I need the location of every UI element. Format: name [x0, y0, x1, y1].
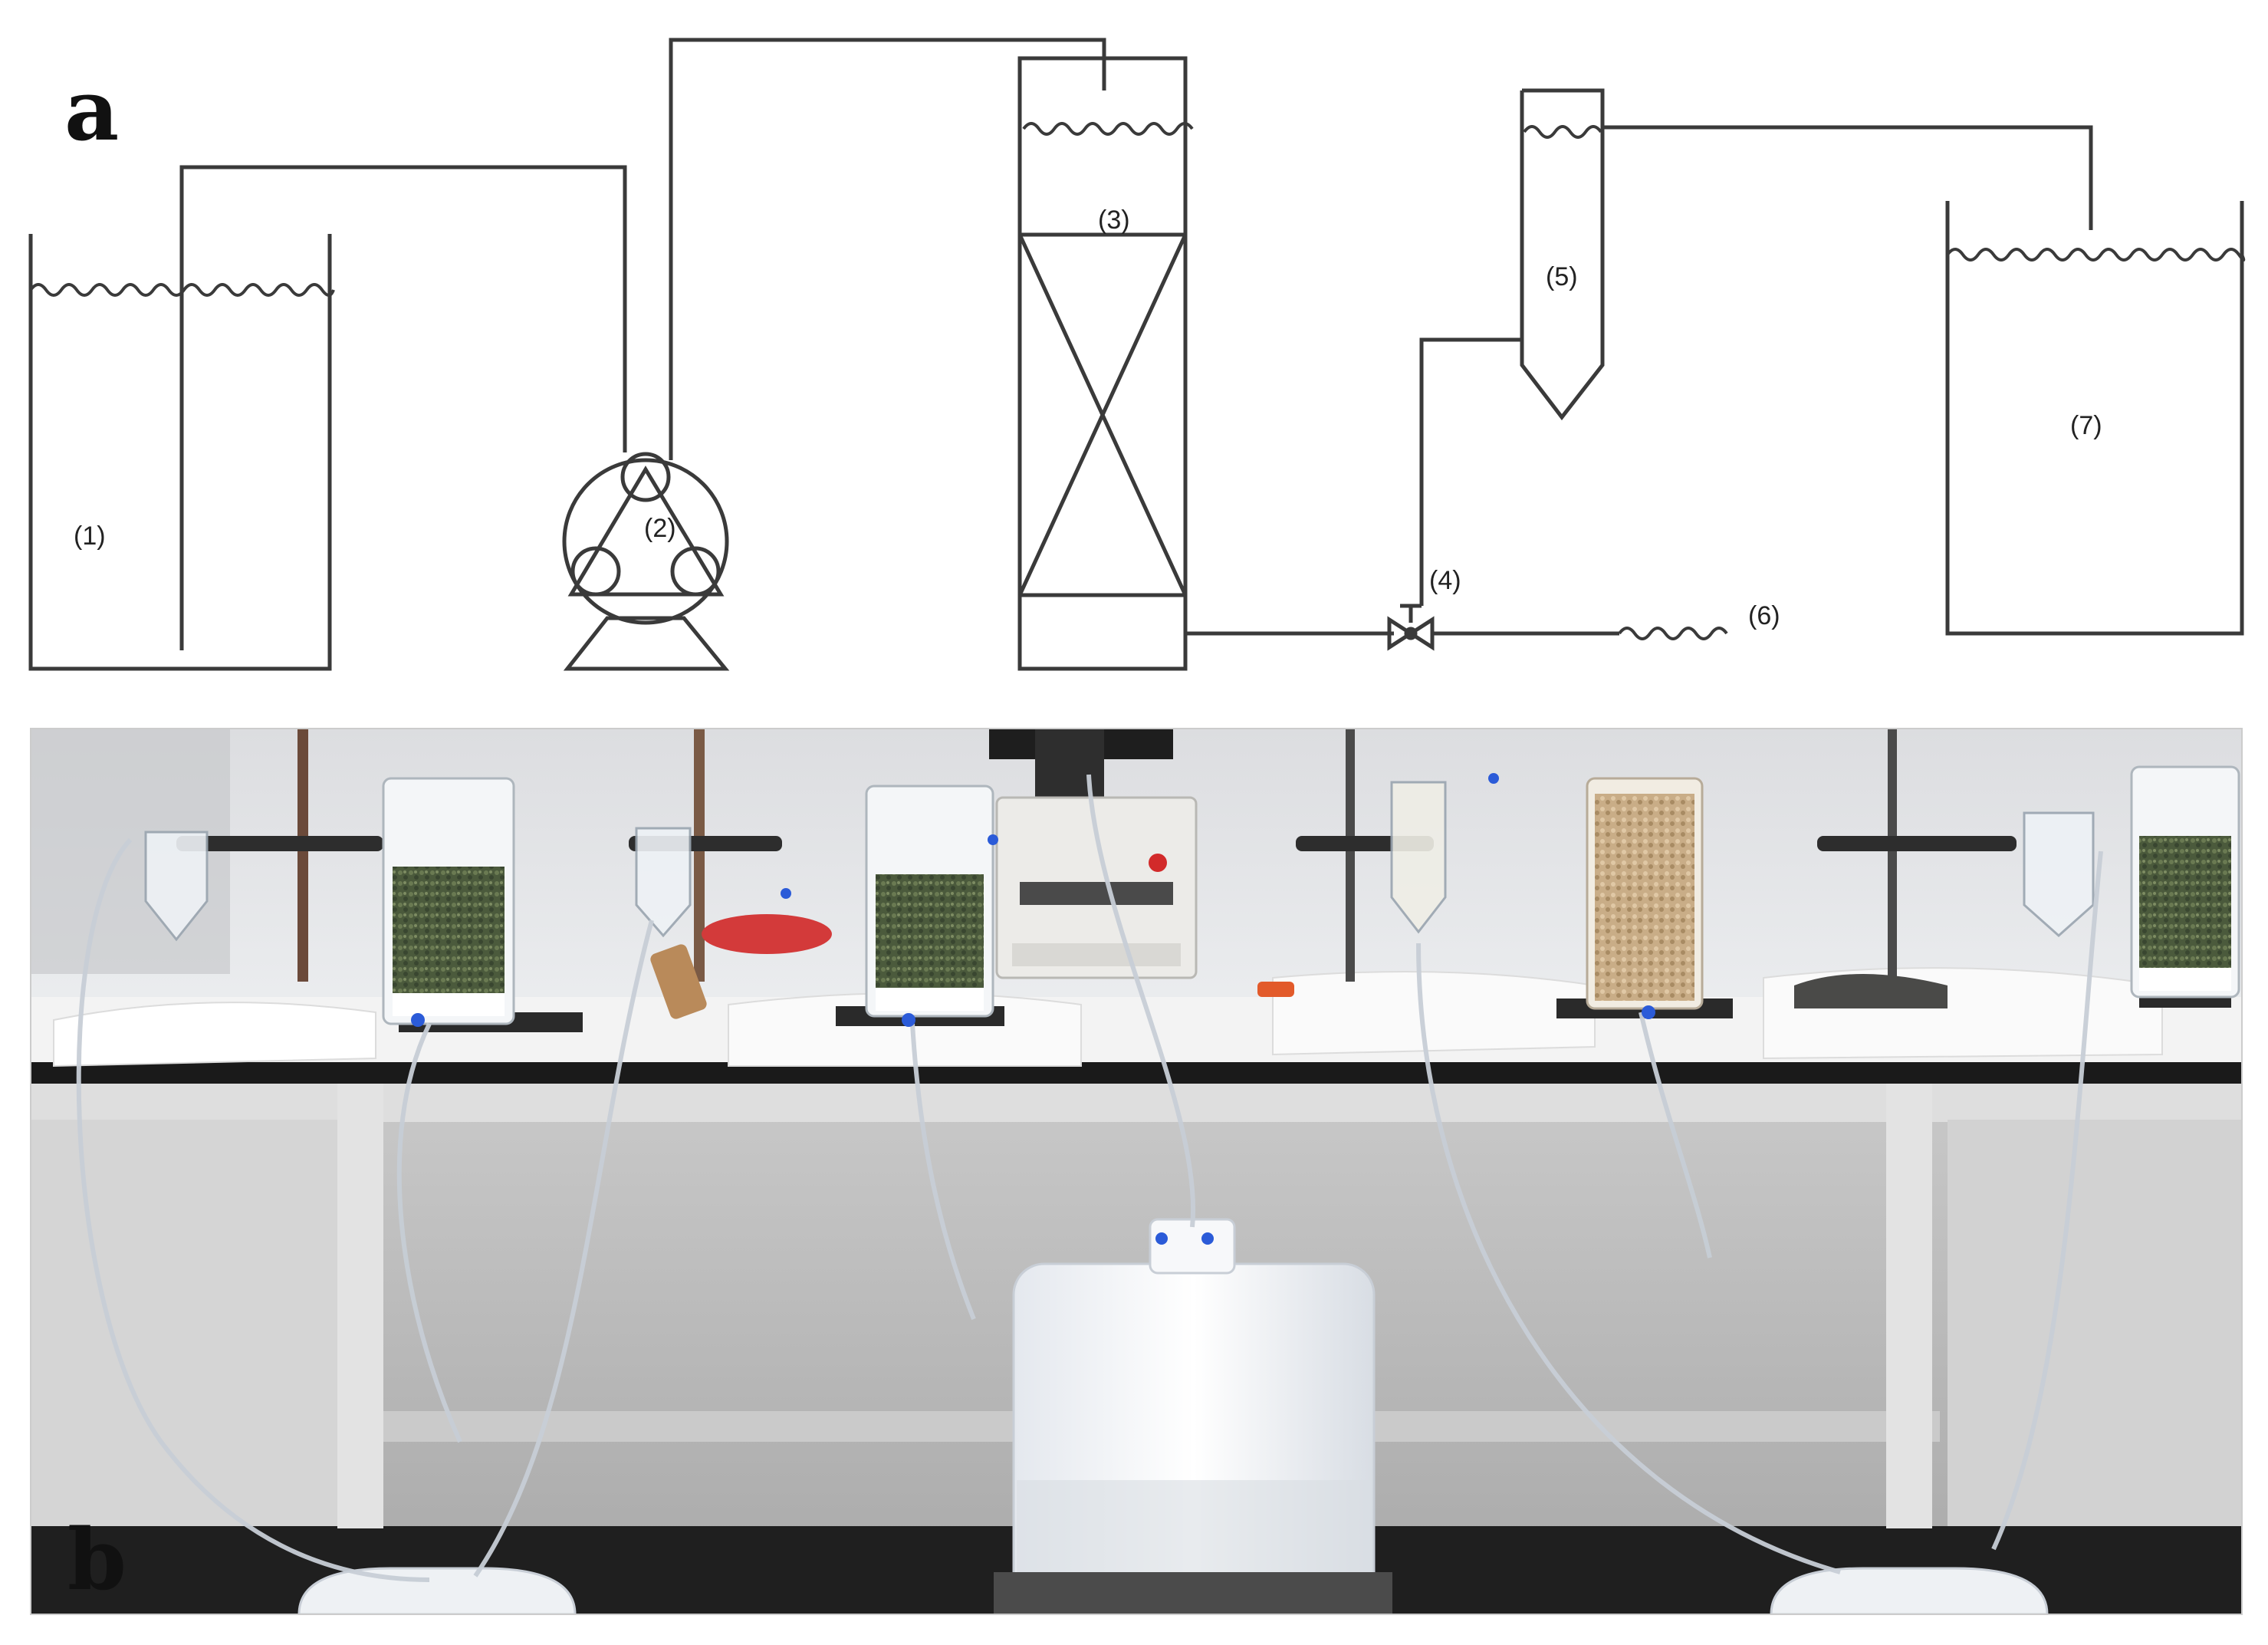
tubing [76, 774, 2103, 1582]
label-pump: (2) [644, 514, 676, 543]
label-valve: (4) [1429, 566, 1461, 595]
label-column: (3) [1098, 206, 1130, 235]
label-feed-tank: (1) [74, 521, 106, 551]
three-way-valve [1387, 337, 1728, 651]
pump-device [989, 729, 1198, 979]
label-settler: (5) [1546, 262, 1578, 291]
effluent-tank [1945, 201, 2246, 636]
panel-b-photo [30, 728, 2243, 1615]
feed-tank [28, 165, 627, 671]
packed-column [1017, 56, 1394, 671]
column-2 [865, 785, 994, 1018]
panel-letter-a: a [64, 61, 119, 160]
settler-vessel [1520, 88, 2093, 421]
column-1 [382, 777, 515, 1025]
water-jug [994, 1218, 1392, 1614]
peristaltic-pump [562, 38, 1106, 671]
panel-letter-b: b [67, 1510, 127, 1609]
bench-edge [31, 1062, 2242, 1084]
column-3 [1586, 777, 1704, 1010]
panel-a-schematic [28, 38, 2246, 671]
label-effluent-tank: (7) [2070, 411, 2102, 440]
column-4 [2130, 765, 2240, 999]
label-sampling: (6) [1748, 601, 1780, 630]
